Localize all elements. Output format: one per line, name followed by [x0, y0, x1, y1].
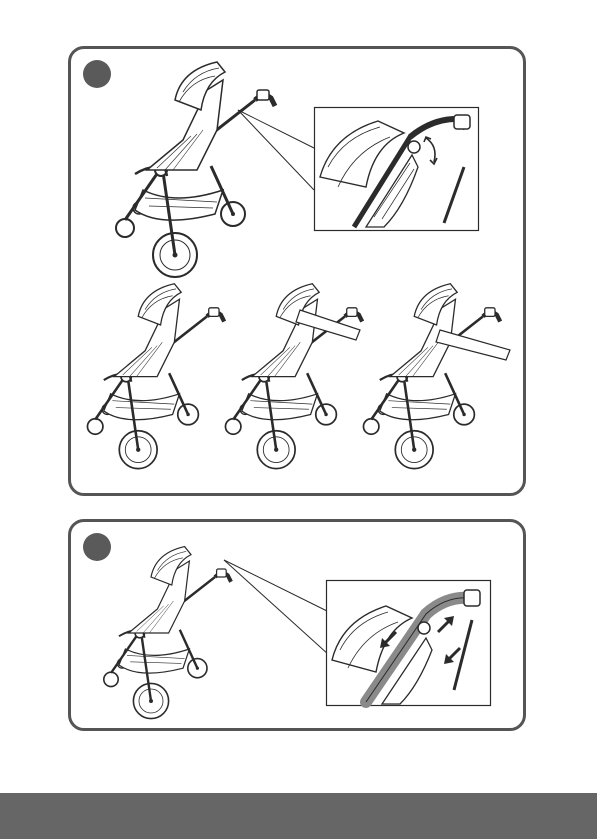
slide-arrow-icon: [442, 644, 464, 666]
footer-bar: [0, 793, 597, 839]
handle-grip-detail-zoom: [326, 580, 491, 706]
slide-arrow-icon: [434, 614, 456, 636]
slide-arrow-icon: [378, 628, 400, 650]
